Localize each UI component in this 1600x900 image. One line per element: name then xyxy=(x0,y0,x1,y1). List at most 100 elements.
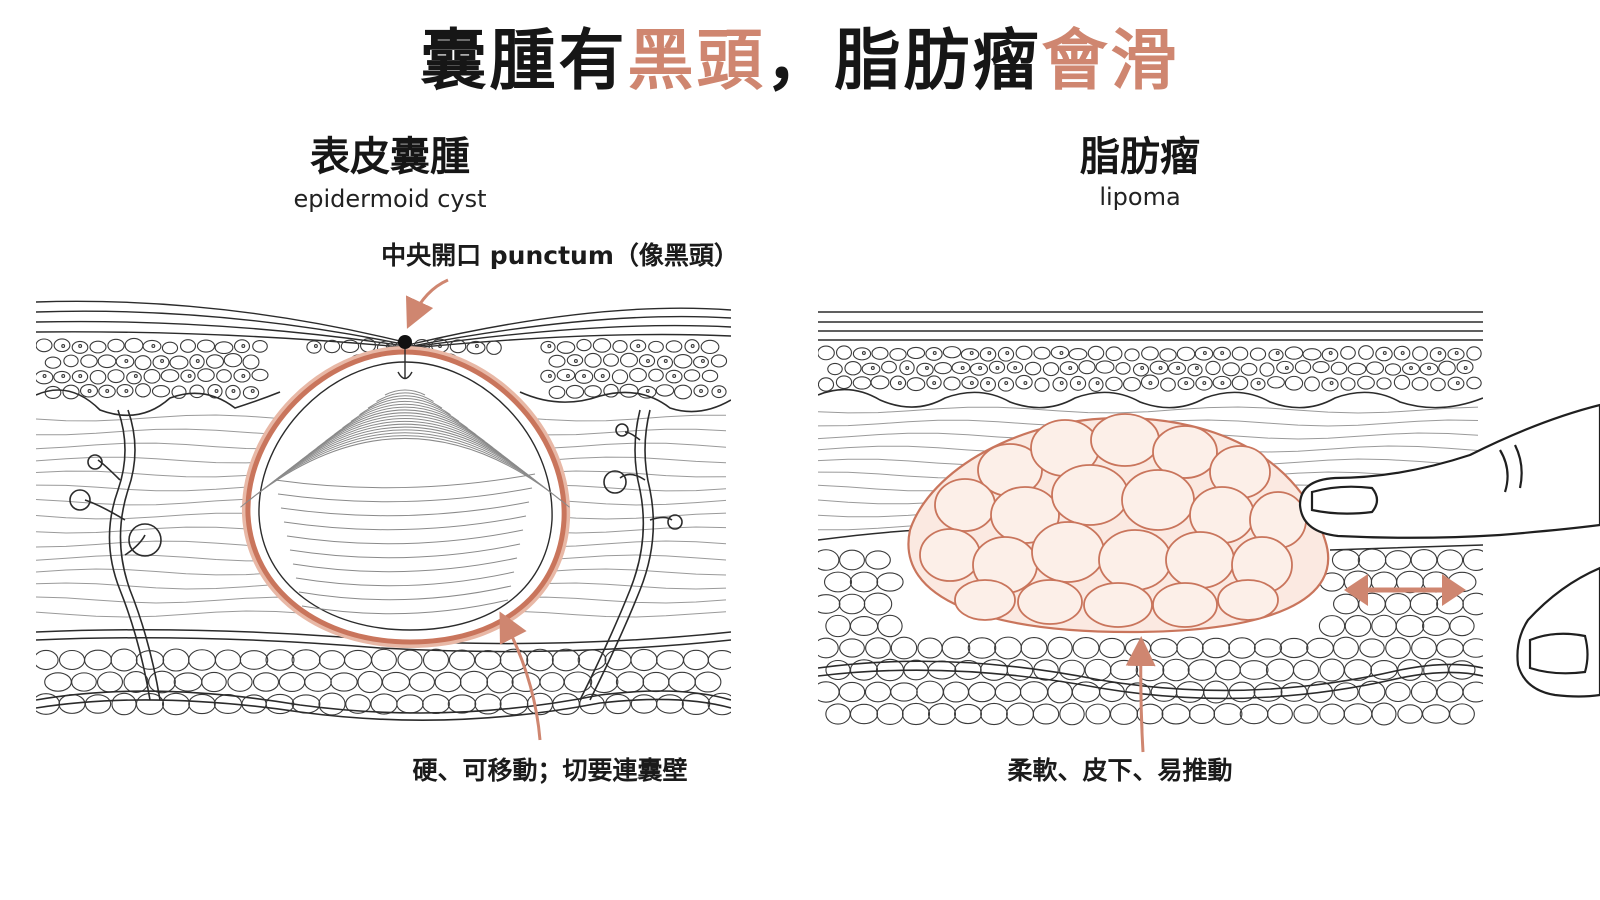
fat-cell xyxy=(1162,658,1190,682)
epidermis-cell xyxy=(951,361,971,375)
fat-cell xyxy=(1006,702,1034,726)
epidermis-cell xyxy=(1268,348,1284,362)
fat-cell xyxy=(1253,638,1283,658)
cell-nucleus xyxy=(995,366,1000,370)
collagen-line xyxy=(818,406,1479,414)
cell-nucleus xyxy=(1400,351,1405,355)
epidermis-cell xyxy=(71,340,89,354)
fat-cell xyxy=(1215,659,1241,681)
epidermis-cell xyxy=(997,346,1015,362)
fat-cell xyxy=(370,693,398,715)
epidermis-cell xyxy=(566,354,584,367)
fat-cell xyxy=(474,693,502,715)
fat-cell xyxy=(1344,614,1372,638)
epidermis-cell xyxy=(62,384,80,400)
fat-cell xyxy=(1333,593,1359,615)
epidermis-cell xyxy=(1304,376,1320,392)
swirl-arc xyxy=(299,418,511,462)
subcutaneous-fat-cells xyxy=(36,648,731,716)
epidermis-cell xyxy=(852,347,872,361)
fat-lobule xyxy=(1098,529,1172,591)
epidermis-cell xyxy=(612,339,628,353)
fat-cell xyxy=(1319,703,1345,725)
cell-nucleus xyxy=(870,366,875,370)
cell-nucleus xyxy=(969,381,974,385)
cell-nucleus xyxy=(1220,381,1225,385)
fat-cell xyxy=(343,649,373,671)
fat-cell xyxy=(96,671,124,693)
fat-cell xyxy=(1047,636,1073,660)
fat-cell xyxy=(1109,659,1139,681)
cell-nucleus xyxy=(672,374,677,378)
fat-cell xyxy=(1397,704,1423,724)
epidermis-cell xyxy=(960,348,980,361)
fat-cell xyxy=(941,636,971,660)
epidermis-cell xyxy=(1330,361,1348,375)
epidermis-cell xyxy=(1340,346,1356,360)
cyst-wall-arrow xyxy=(499,611,542,741)
epidermoid-cyst-diagram xyxy=(36,300,731,721)
fat-cell xyxy=(1436,638,1464,658)
cell-nucleus xyxy=(105,389,110,393)
fat-cell xyxy=(1436,549,1464,571)
fat-cell xyxy=(1331,549,1361,571)
epidermis-cell xyxy=(1447,347,1465,361)
epidermis-cell xyxy=(1167,361,1187,375)
epidermis-cell xyxy=(629,367,647,383)
swirl-arc xyxy=(308,415,502,455)
epidermis-cell xyxy=(126,371,142,385)
dermis-boundary xyxy=(818,388,1483,409)
fat-cell xyxy=(397,649,423,671)
fat-cell xyxy=(825,614,851,638)
fat-cell xyxy=(683,649,709,671)
fat-cell xyxy=(1085,703,1111,725)
fat-cell xyxy=(1124,638,1152,658)
epidermis-cell xyxy=(152,355,170,370)
fat-cell xyxy=(890,682,918,702)
cell-nucleus xyxy=(1148,381,1153,385)
swirl-arc xyxy=(286,529,524,545)
cell-nucleus xyxy=(1004,381,1009,385)
epidermis-cell xyxy=(53,370,71,384)
cell-nucleus xyxy=(42,374,47,378)
cell-nucleus xyxy=(1256,381,1261,385)
epidermis-cell xyxy=(593,368,611,383)
fat-cell xyxy=(954,703,982,725)
fat-cell xyxy=(825,703,851,725)
cell-nucleus xyxy=(1328,351,1333,355)
swirl-arc xyxy=(265,429,545,488)
swirl-arc xyxy=(376,392,434,403)
fat-cell xyxy=(214,649,242,671)
epidermis-cell xyxy=(151,385,171,398)
cell-nucleus xyxy=(924,366,929,370)
fat-cell xyxy=(173,672,203,692)
epidermis-cell xyxy=(98,384,116,399)
fat-cell xyxy=(135,693,165,715)
swirl-arc xyxy=(274,426,536,482)
epidermis-cell xyxy=(116,383,134,398)
epidermis-cell xyxy=(1205,360,1221,376)
fat-cell xyxy=(1449,615,1475,637)
fat-cell xyxy=(823,571,853,593)
main-title: 囊腫有黑頭，脂肪瘤會滑 xyxy=(0,18,1600,104)
epidermis-cell xyxy=(818,377,835,392)
fat-cell xyxy=(1213,703,1243,725)
epidermis-cell xyxy=(1284,375,1304,391)
epidermis-cell xyxy=(673,384,693,400)
epidermis-cell xyxy=(1231,375,1249,391)
epidermis-cell xyxy=(556,341,576,354)
fat-cell xyxy=(1032,703,1060,725)
cell-nucleus xyxy=(78,374,83,378)
fat-lobule xyxy=(1121,469,1195,531)
fat-cell xyxy=(1059,659,1085,681)
epidermis-cell xyxy=(899,360,915,376)
epidermis-cell xyxy=(1034,377,1050,392)
epidermis-cell xyxy=(916,362,934,377)
epidermis-cell xyxy=(107,338,125,353)
epidermis-cell xyxy=(1195,376,1213,391)
epidermis-cell xyxy=(881,360,897,374)
fat-cell xyxy=(968,681,996,703)
fat-cell xyxy=(642,671,670,693)
epidermis-cell xyxy=(1375,346,1393,362)
fat-cell xyxy=(448,649,476,671)
